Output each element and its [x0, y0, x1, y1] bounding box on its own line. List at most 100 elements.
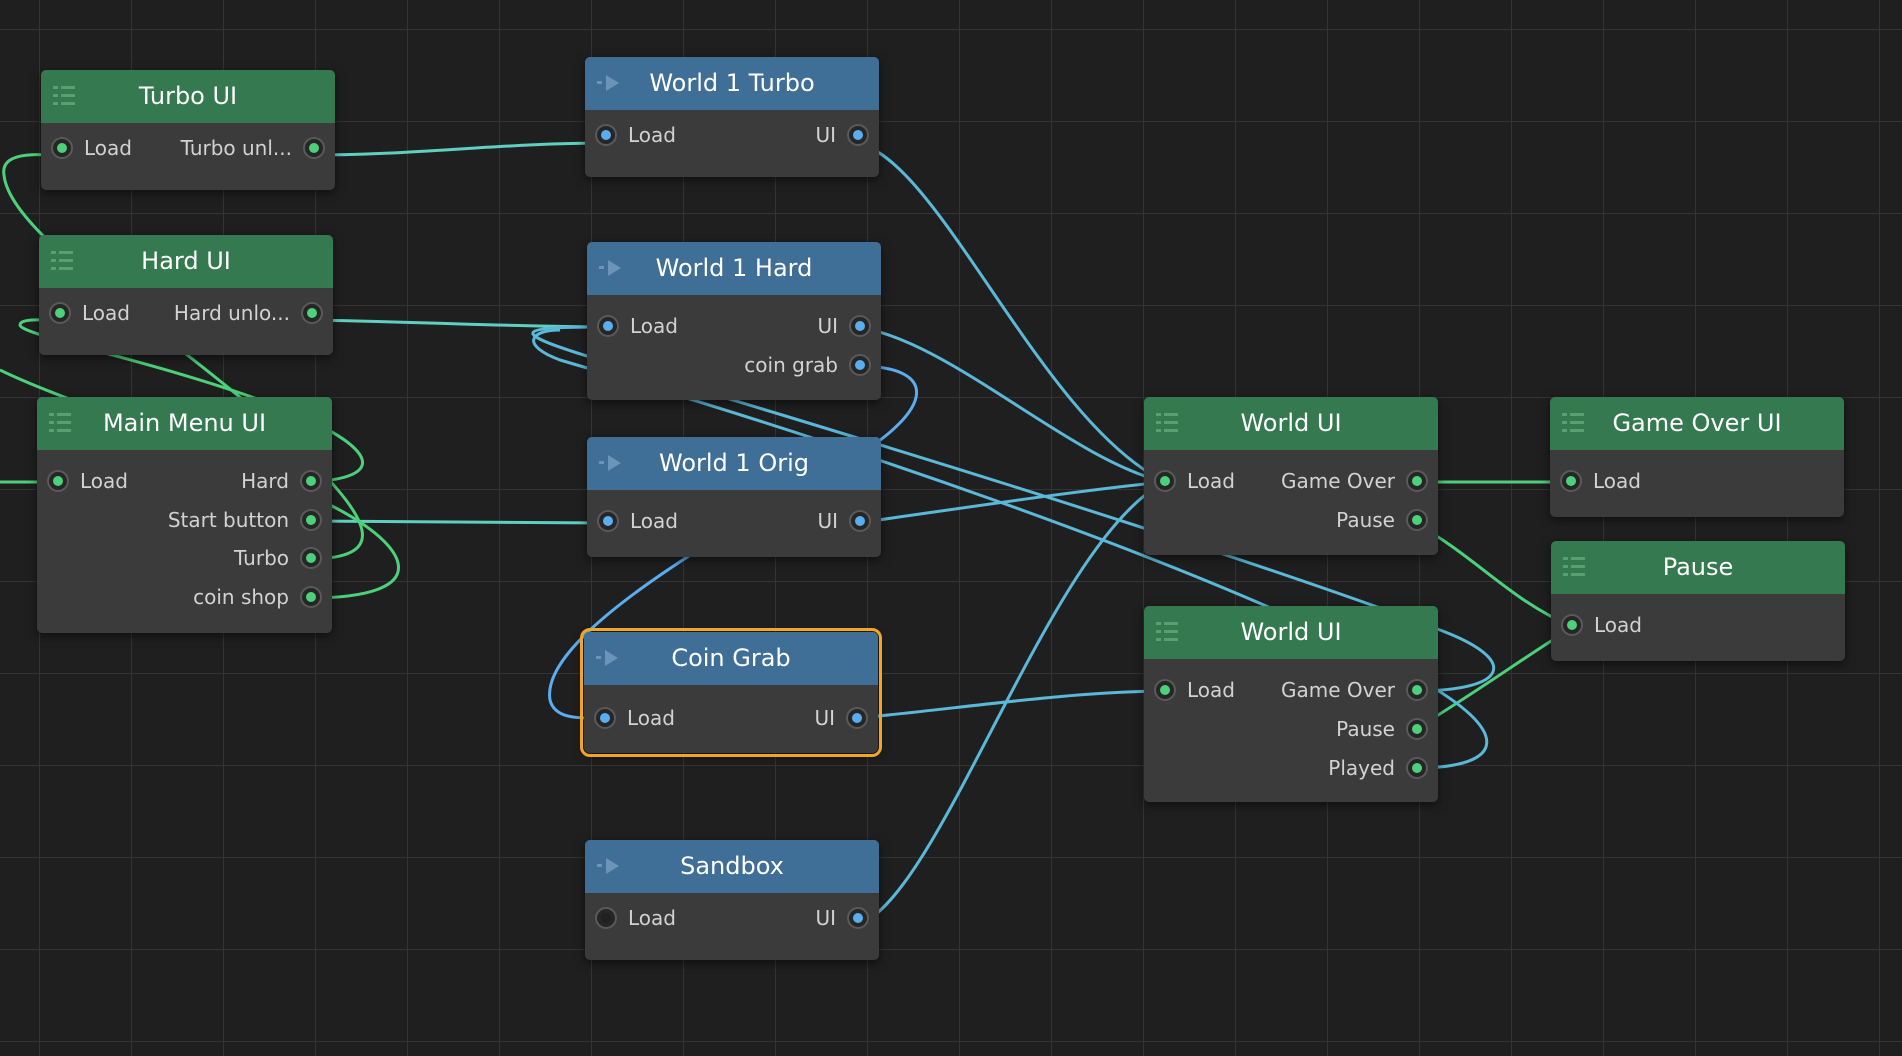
input-port[interactable]: [51, 304, 69, 322]
port-label: UI: [815, 123, 836, 147]
output-port[interactable]: [302, 588, 320, 606]
node-header[interactable]: Pause: [1551, 541, 1845, 594]
node-title: World UI: [1240, 618, 1342, 646]
port-label: Load: [80, 469, 128, 493]
port-label: Hard unlo...: [173, 301, 290, 325]
input-port[interactable]: [53, 139, 71, 157]
port-label: coin shop: [193, 585, 289, 609]
node-header[interactable]: Game Over UI: [1550, 397, 1844, 450]
port-label: Start button: [167, 508, 289, 532]
port-label: Load: [1187, 678, 1235, 702]
node-header[interactable]: World UI: [1144, 606, 1438, 659]
node-header[interactable]: World 1 Orig: [587, 437, 881, 490]
port-label: Load: [628, 123, 676, 147]
input-port[interactable]: [49, 472, 67, 490]
output-port[interactable]: [1408, 720, 1426, 738]
input-port[interactable]: [1156, 472, 1174, 490]
port-label: Load: [630, 314, 678, 338]
output-port[interactable]: [848, 709, 866, 727]
node-world-ui-1[interactable]: World UI Load Game Over Pause: [1144, 397, 1438, 555]
port-label: UI: [817, 509, 838, 533]
node-header[interactable]: Hard UI: [39, 235, 333, 288]
port-label: Load: [82, 301, 130, 325]
output-port[interactable]: [851, 512, 869, 530]
port-label: Turbo unl...: [180, 136, 292, 160]
output-port[interactable]: [1408, 472, 1426, 490]
node-coin-grab[interactable]: Coin Grab Load UI: [580, 628, 882, 757]
output-port[interactable]: [1408, 681, 1426, 699]
node-header[interactable]: Sandbox: [585, 840, 879, 893]
wire-start-button: [307, 519, 609, 525]
port-label: Game Over: [1280, 678, 1395, 702]
input-port[interactable]: [599, 512, 617, 530]
node-pause[interactable]: Pause Load: [1551, 541, 1845, 661]
node-header[interactable]: Coin Grab: [584, 632, 878, 685]
node-turbo-ui[interactable]: Turbo UI Load Turbo unl...: [41, 70, 335, 190]
node-sandbox[interactable]: Sandbox Load UI: [585, 840, 879, 960]
port-label: Load: [84, 136, 132, 160]
port-label: Load: [627, 706, 675, 730]
wire-sandbox-ui: [856, 480, 1166, 927]
list-icon: [1156, 413, 1178, 432]
node-header[interactable]: World UI: [1144, 397, 1438, 450]
play-arrow-icon: [599, 260, 621, 276]
node-game-over-ui[interactable]: Game Over UI Load: [1550, 397, 1844, 517]
node-title: World 1 Hard: [655, 254, 813, 282]
node-world1-orig[interactable]: World 1 Orig Load UI: [587, 437, 881, 557]
play-arrow-icon: [596, 650, 618, 666]
node-header[interactable]: Main Menu UI: [37, 397, 332, 450]
wire-hard-unlock: [309, 318, 611, 329]
input-port[interactable]: [596, 709, 614, 727]
node-title: Game Over UI: [1612, 409, 1782, 437]
output-port[interactable]: [305, 139, 323, 157]
output-port[interactable]: [303, 304, 321, 322]
node-title: Coin Grab: [671, 644, 791, 672]
port-label: Played: [1328, 756, 1395, 780]
node-title: World 1 Turbo: [649, 69, 815, 97]
output-port[interactable]: [302, 472, 320, 490]
list-icon: [53, 86, 75, 105]
wire-w1orig-ui: [856, 480, 1166, 525]
node-main-menu-ui[interactable]: Main Menu UI Load Hard Start button Turb…: [37, 397, 332, 633]
node-header[interactable]: Turbo UI: [41, 70, 335, 123]
node-title: World UI: [1240, 409, 1342, 437]
node-world1-hard[interactable]: World 1 Hard Load UI coin grab: [587, 242, 881, 400]
wire-w1hard-ui: [856, 325, 1166, 484]
wire-turbo-unlock: [310, 141, 609, 157]
input-port[interactable]: [599, 317, 617, 335]
node-title: Hard UI: [141, 247, 231, 275]
output-port[interactable]: [302, 549, 320, 567]
list-icon: [1562, 413, 1584, 432]
input-port[interactable]: [597, 126, 615, 144]
output-port[interactable]: [851, 356, 869, 374]
node-title: Sandbox: [680, 852, 784, 880]
node-hard-ui[interactable]: Hard UI Load Hard unlo...: [39, 235, 333, 355]
node-world-ui-2[interactable]: World UI Load Game Over Pause Played: [1144, 606, 1438, 802]
input-port[interactable]: [597, 909, 615, 927]
port-label: coin grab: [744, 353, 838, 377]
node-title: Pause: [1662, 553, 1734, 581]
play-arrow-icon: [597, 858, 619, 874]
port-label: Pause: [1336, 508, 1395, 532]
output-port[interactable]: [1408, 511, 1426, 529]
node-title: Main Menu UI: [102, 409, 267, 437]
port-label: Turbo: [233, 546, 289, 570]
input-port[interactable]: [1562, 472, 1580, 490]
port-label: Load: [630, 509, 678, 533]
port-label: UI: [814, 706, 835, 730]
port-label: Hard: [241, 469, 289, 493]
output-port[interactable]: [849, 909, 867, 927]
node-world1-turbo[interactable]: World 1 Turbo Load UI: [585, 57, 879, 177]
list-icon: [49, 413, 71, 432]
output-port[interactable]: [1408, 759, 1426, 777]
node-header[interactable]: World 1 Hard: [587, 242, 881, 295]
port-label: Load: [628, 906, 676, 930]
output-port[interactable]: [302, 511, 320, 529]
input-port[interactable]: [1563, 616, 1581, 634]
output-port[interactable]: [849, 126, 867, 144]
port-label: Load: [1593, 469, 1641, 493]
node-title: Turbo UI: [138, 82, 238, 110]
node-header[interactable]: World 1 Turbo: [585, 57, 879, 110]
output-port[interactable]: [851, 317, 869, 335]
input-port[interactable]: [1156, 681, 1174, 699]
